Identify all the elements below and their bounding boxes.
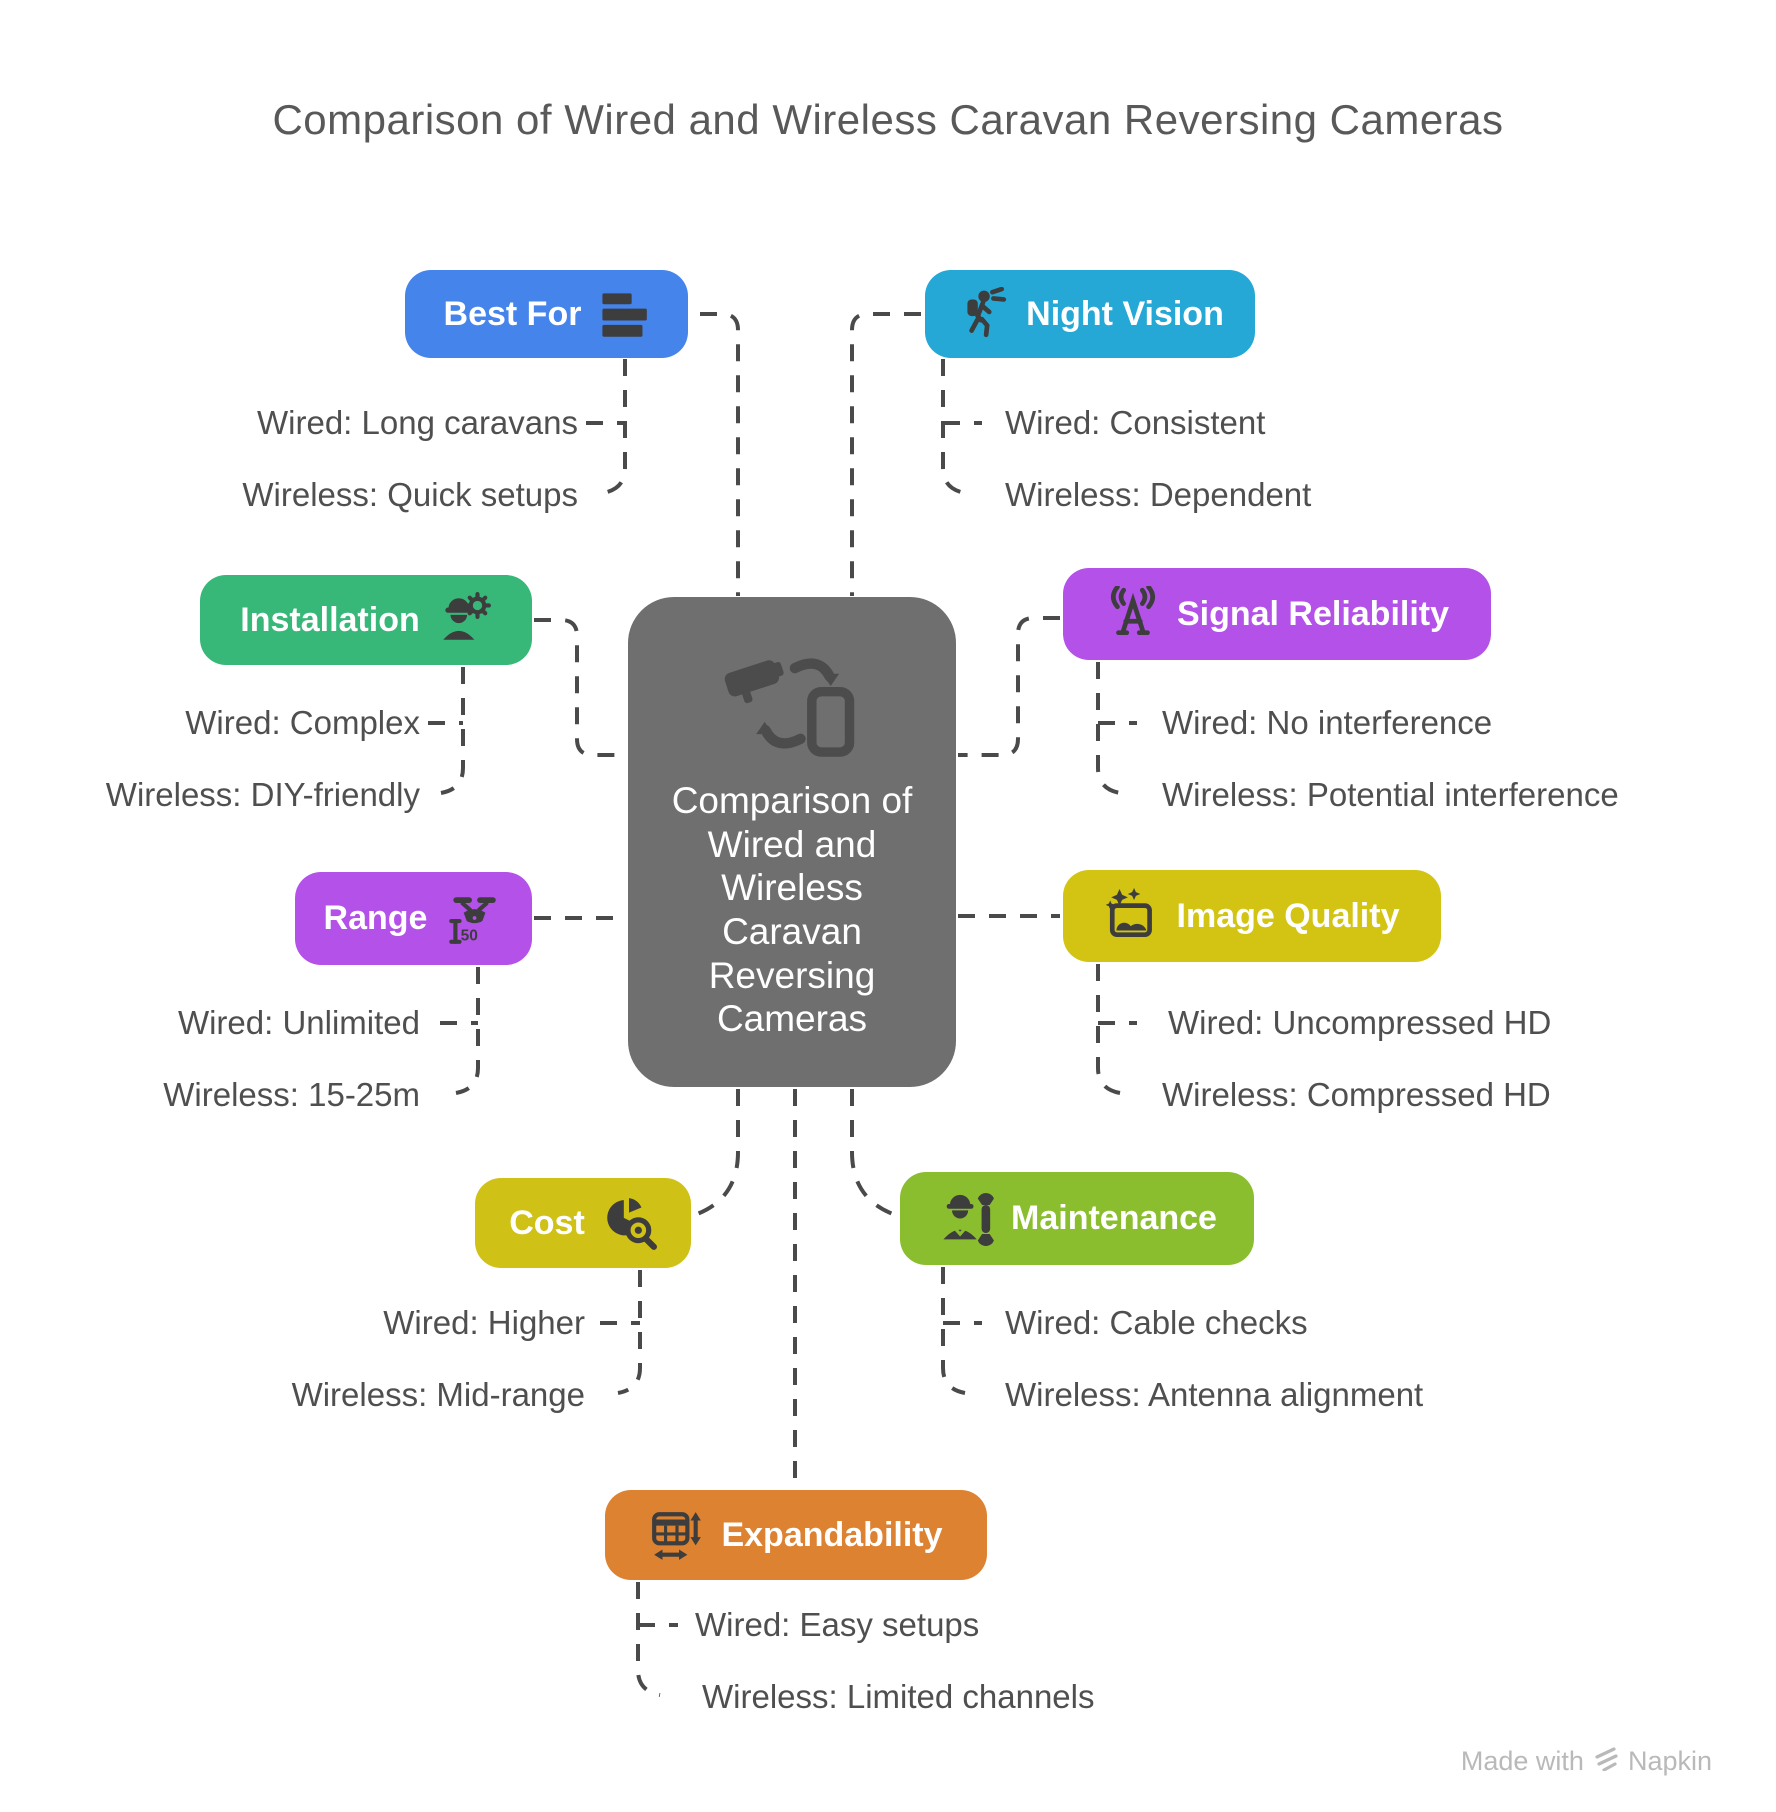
node-label-night-vision: Night Vision [1026,294,1224,333]
made-with-napkin-watermark: Made with Napkin [1461,1745,1712,1778]
node-range: Range 50 [295,872,532,965]
node-night-vision: Night Vision [925,270,1255,358]
sublabel-best-for-wireless: Wireless: Quick setups [242,476,578,513]
napkin-brand-text: Napkin [1627,1746,1712,1776]
center-node: Comparison of Wired and Wireless Caravan… [628,597,956,1087]
sublabel-cost-wired: Wired: Higher [383,1304,585,1341]
sublabel-expandability-wireless: Wireless: Limited channels [702,1678,1095,1715]
svg-text:50: 50 [461,927,478,944]
image-sparkle-icon [1105,888,1161,944]
node-maintenance: Maintenance [900,1172,1254,1265]
list-bars-icon [597,288,649,340]
sublabel-range-wired: Wired: Unlimited [177,1004,420,1041]
sublabel-signal-reliability-wired: Wired: No interference [1162,704,1493,741]
sublabel-expandability-wired: Wired: Easy setups [695,1606,980,1643]
node-installation: Installation [200,575,532,665]
node-label-best-for: Best For [443,294,582,333]
node-label-expandability: Expandability [721,1515,943,1554]
sublabel-maintenance-wired: Wired: Cable checks [1005,1304,1308,1341]
antenna-broadcast-icon [1105,586,1161,642]
made-with-text: Made with [1460,1746,1584,1776]
node-signal-reliability: Signal Reliability [1063,568,1491,660]
sublabel-best-for-wired: Wired: Long caravans [257,404,578,441]
sublabel-night-vision-wireless: Wireless: Dependent [1005,476,1312,513]
mechanic-wrench-icon [937,1190,995,1248]
node-label-installation: Installation [240,600,420,639]
node-image-quality: Image Quality [1063,870,1441,962]
sublabel-image-quality-wired: Wired: Uncompressed HD [1168,1004,1552,1041]
grid-resize-icon [649,1507,705,1563]
node-label-range: Range [323,899,428,937]
sublabel-image-quality-wireless: Wireless: Compressed HD [1162,1076,1551,1113]
diagram-title: Comparison of Wired and Wireless Caravan… [272,96,1504,143]
node-best-for: Best For [405,270,688,358]
drone-distance-icon: 50 [443,889,503,949]
worker-gear-icon [436,592,492,648]
sublabel-night-vision-wired: Wired: Consistent [1005,404,1266,441]
sublabel-range-wireless: Wireless: 15-25m [163,1076,420,1113]
sublabel-installation-wired: Wired: Complex [185,704,420,741]
node-label-maintenance: Maintenance [1011,1199,1217,1237]
sublabel-signal-reliability-wireless: Wireless: Potential interference [1162,776,1619,813]
sublabel-maintenance-wireless: Wireless: Antenna alignment [1005,1376,1424,1413]
sublabel-installation-wireless: Wireless: DIY-friendly [105,776,420,813]
pie-magnifier-icon [601,1195,657,1251]
node-label-cost: Cost [509,1203,585,1242]
node-cost: Cost [475,1178,691,1268]
node-label-signal-reliability: Signal Reliability [1176,594,1450,633]
napkin-logo-icon [1593,1745,1619,1778]
node-expandability: Expandability [605,1490,987,1580]
center-node-label: Comparison of Wired and Wireless Caravan… [671,780,913,1040]
node-label-image-quality: Image Quality [1176,896,1400,935]
camera-sync-phone-icon [707,637,877,769]
sublabel-cost-wireless: Wireless: Mid-range [291,1376,585,1413]
hiker-headlamp-icon [956,287,1010,341]
